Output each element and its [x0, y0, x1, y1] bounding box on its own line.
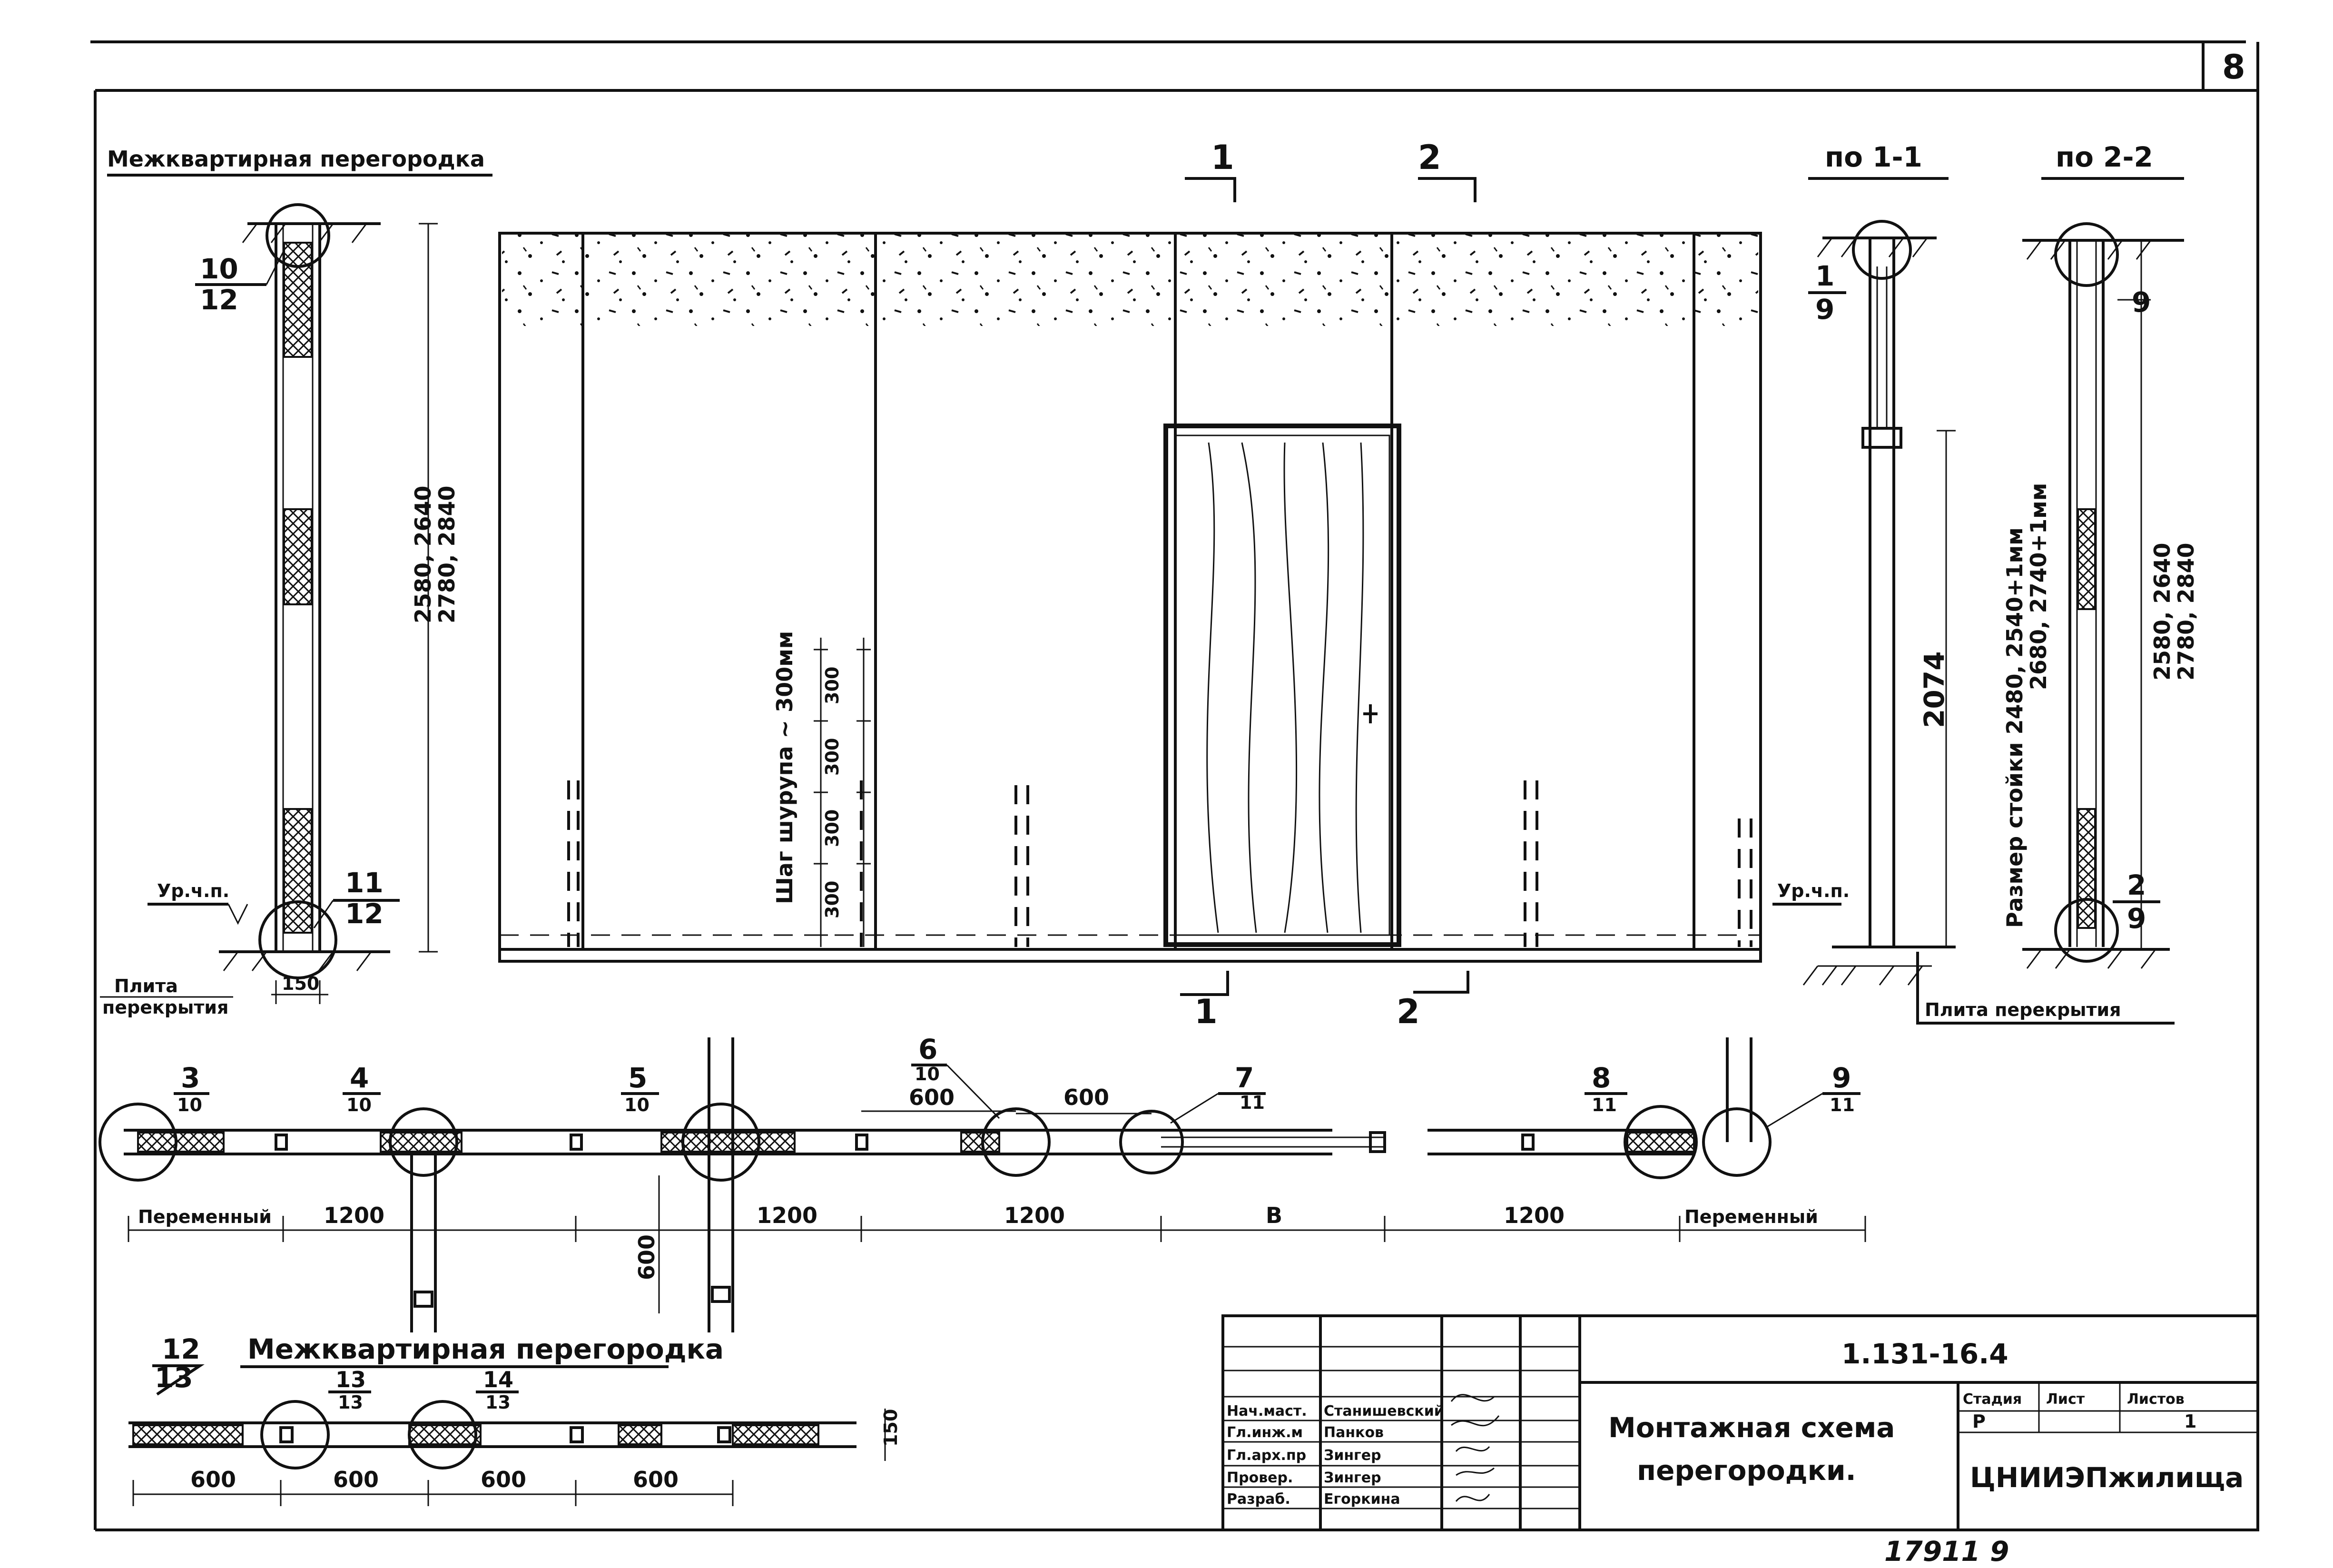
- bottom-partition-heading: Межквартирная перегородка: [247, 1333, 724, 1365]
- section-1-1-view: по 1-1 1 9 Ур.ч.п. 2074 Плита перекрытия: [1772, 141, 2175, 1025]
- plan-seg-2: 1200: [757, 1203, 817, 1228]
- title-block-value-sheets: 1: [2184, 1411, 2196, 1432]
- plan-dim-600-vert: 600: [634, 1234, 660, 1280]
- callout-8-11-bottom: 11: [1592, 1095, 1617, 1115]
- callout-9-11-top: 9: [1832, 1062, 1851, 1094]
- staff-name-4: Егоркина: [1324, 1491, 1400, 1508]
- screw-dim-300-c: 300: [822, 809, 843, 847]
- callout-10-12-bottom: 12: [200, 284, 238, 316]
- title-block-value-stage: Р: [1972, 1411, 1986, 1432]
- title-block: 1.131-16.4 Монтажная схема перегородки. …: [1221, 1314, 2259, 1531]
- callout-5-10-bottom: 10: [624, 1095, 650, 1115]
- callout-12-13-top: 12: [162, 1333, 200, 1365]
- slab-label-left-1: Плита: [114, 976, 178, 996]
- plan-dim-600-a: 600: [909, 1085, 955, 1110]
- partition-plan: 3 10 4 10 5 10 6 10 7 11 8 11 9 11 600 6…: [98, 1033, 1866, 1332]
- post-size-label-2: 2680, 2740+1мм: [2026, 483, 2051, 690]
- sheet-frame: [90, 40, 2259, 1531]
- callout-13-13-top: 13: [335, 1367, 366, 1392]
- title-block-header-sheet: Лист: [2046, 1391, 2085, 1408]
- bottom-seg-3: 600: [633, 1467, 679, 1492]
- callout-11-12-bottom: 12: [345, 897, 384, 930]
- staff-role-4: Разраб.: [1227, 1491, 1290, 1508]
- callout-3-10-top: 3: [181, 1062, 200, 1094]
- bottom-seg-0: 600: [190, 1467, 236, 1492]
- callout-1-9-top: 1: [1815, 260, 1834, 292]
- callout-2-9-bottom: 9: [2127, 902, 2146, 935]
- callout-5-10-top: 5: [628, 1062, 647, 1094]
- slab-label-left-2: перекрытия: [102, 997, 228, 1018]
- callout-7-11-bottom: 11: [1240, 1092, 1265, 1113]
- plan-dim-600-b: 600: [1063, 1085, 1109, 1110]
- organization-name: ЦНИИЭПжилища: [1970, 1461, 2244, 1494]
- plan-seg-1: 1200: [324, 1203, 384, 1228]
- section-mark-bottom-1: 1: [1194, 992, 1218, 1031]
- staff-role-2: Гл.арх.пр: [1227, 1447, 1306, 1464]
- title-block-header-sheets: Листов: [2127, 1391, 2185, 1408]
- staff-name-0: Станишевский: [1324, 1403, 1444, 1420]
- section-mark-top-2: 2: [1418, 138, 1441, 177]
- staff-role-3: Провер.: [1227, 1469, 1293, 1486]
- plan-seg-5: 1200: [1504, 1203, 1565, 1228]
- right-height-dim-2: 2780, 2840: [2173, 542, 2199, 680]
- staff-role-1: Гл.инж.м: [1227, 1424, 1303, 1441]
- plan-seg-4: В: [1266, 1203, 1282, 1228]
- callout-8-11-top: 8: [1592, 1062, 1611, 1094]
- callout-4-10-bottom: 10: [346, 1095, 372, 1115]
- left-thickness-dim: 150: [282, 973, 319, 994]
- door-height-dim: 2074: [1918, 651, 1950, 728]
- callout-14-13-top: 14: [483, 1367, 513, 1392]
- bottom-seg-2: 600: [481, 1467, 526, 1492]
- drawing-title-line-2: перегородки.: [1637, 1454, 1856, 1487]
- partition-elevation: Шаг шурупа ~ 300мм 300 300 300 300 1 2 1…: [498, 138, 1762, 1031]
- callout-2-9-top: 2: [2127, 869, 2146, 901]
- slab-label-right: Плита перекрытия: [1925, 999, 2121, 1020]
- staff-name-3: Зингер: [1324, 1469, 1381, 1486]
- floor-level-label-right: Ур.ч.п.: [1777, 880, 1850, 901]
- section-mark-bottom-2: 2: [1397, 992, 1420, 1031]
- left-height-dim-2: 2780, 2840: [434, 485, 460, 623]
- bottom-note: 17911 9: [1884, 1535, 2009, 1568]
- post-size-label-1: Размер стойки 2480, 2540+1мм: [2002, 527, 2028, 928]
- callout-9-11-bottom: 11: [1830, 1095, 1855, 1115]
- bottom-partition-plan: 12 13 Межквартирная перегородка 13 13 14…: [128, 1333, 901, 1506]
- title-block-header-stage: Стадия: [1963, 1391, 2022, 1408]
- callout-13-13-bottom: 13: [338, 1392, 363, 1413]
- screw-pitch-label: Шаг шурупа ~ 300мм: [772, 631, 797, 904]
- sheet-number: 8: [2222, 48, 2245, 87]
- right-height-dim-1: 2580, 2640: [2149, 542, 2175, 680]
- staff-name-2: Зингер: [1324, 1447, 1381, 1464]
- bottom-thickness-dim: 150: [880, 1409, 901, 1447]
- callout-1-9-bottom: 9: [1815, 293, 1834, 325]
- callout-4-10-top: 4: [350, 1062, 369, 1094]
- callout-10-12-top: 10: [200, 253, 238, 285]
- screw-dim-300-a: 300: [822, 667, 843, 704]
- screw-dim-300-b: 300: [822, 738, 843, 776]
- drawing-code: 1.131-16.4: [1841, 1338, 2008, 1370]
- callout-7-11-top: 7: [1235, 1062, 1254, 1094]
- section-2-2-view: по 2-2 9 2 9 Размер стойки 2480, 2540+1м…: [2002, 141, 2199, 969]
- callout-14-13-bottom: 13: [485, 1392, 511, 1413]
- left-section-view: Межквартирная перегородка 2580, 2640 278…: [100, 146, 492, 1018]
- section-mark-top-1: 1: [1211, 138, 1234, 177]
- left-partition-heading: Межквартирная перегородка: [107, 146, 485, 172]
- callout-11-12-top: 11: [345, 867, 384, 899]
- drawing-title-line-1: Монтажная схема: [1608, 1411, 1895, 1444]
- floor-level-label: Ур.ч.п.: [157, 880, 229, 901]
- screw-dim-300-d: 300: [822, 881, 843, 918]
- section-1-heading: по 1-1: [1825, 141, 1922, 173]
- callout-6-10-bottom: 10: [915, 1064, 940, 1085]
- plan-seg-3: 1200: [1004, 1203, 1065, 1228]
- callout-6-10-top: 6: [918, 1033, 937, 1065]
- section-2-heading: по 2-2: [2056, 141, 2153, 173]
- plan-seg-0: Переменный: [138, 1206, 272, 1227]
- left-height-dim-1: 2580, 2640: [410, 485, 436, 623]
- staff-name-1: Панков: [1324, 1424, 1384, 1441]
- callout-3-10-bottom: 10: [177, 1095, 202, 1115]
- plan-seg-6: Переменный: [1684, 1206, 1818, 1227]
- staff-role-0: Нач.маст.: [1227, 1403, 1307, 1420]
- bottom-seg-1: 600: [333, 1467, 379, 1492]
